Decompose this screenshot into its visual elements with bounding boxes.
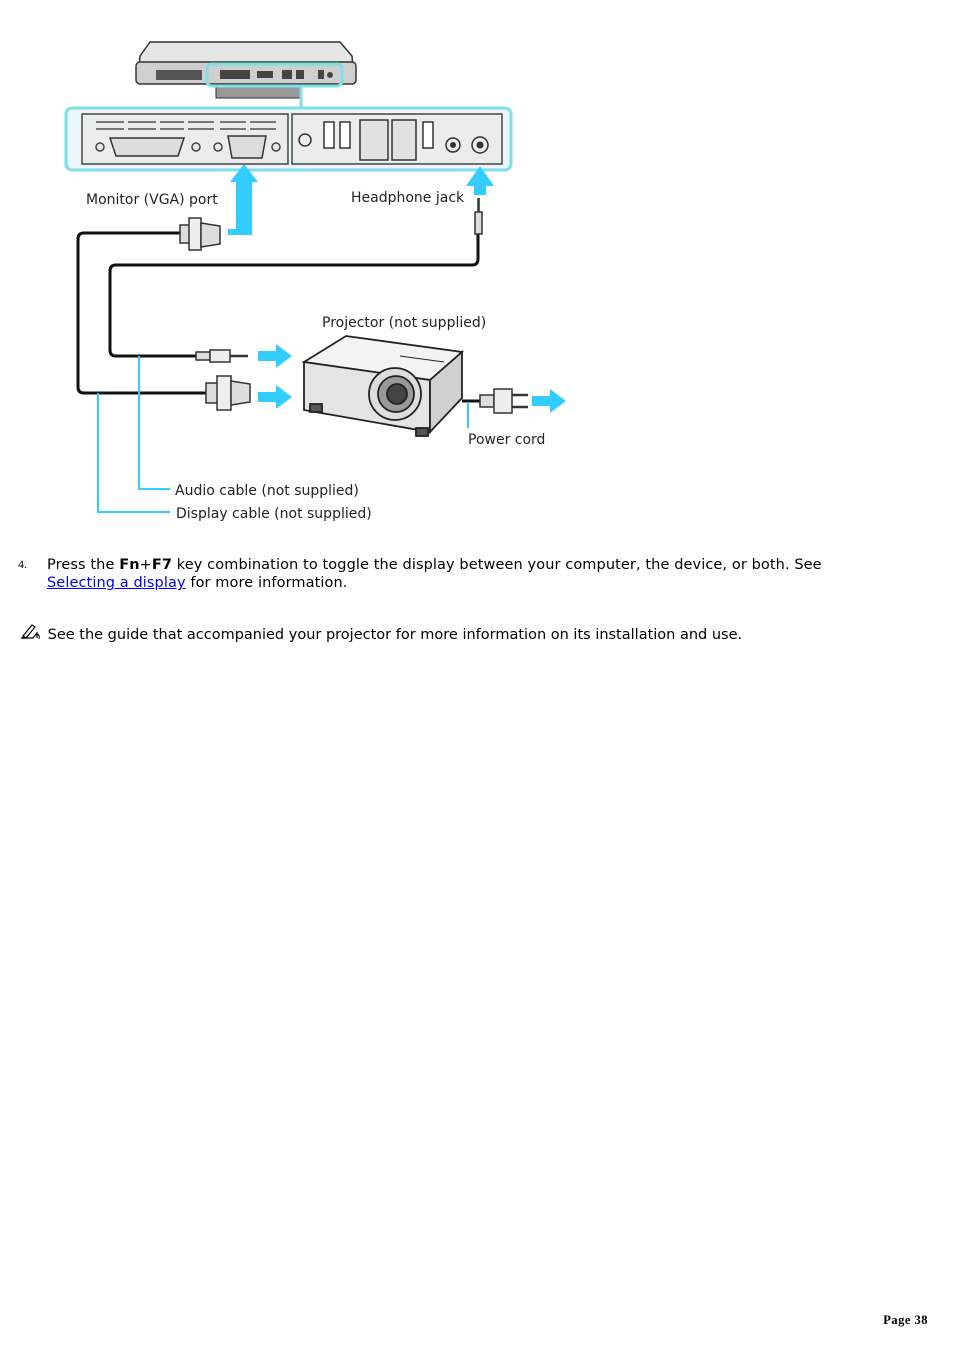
cables (76, 231, 480, 395)
audio-plug-bottom (195, 349, 248, 363)
port-arrows (228, 164, 494, 235)
step-text-after: key combination to toggle the display be… (172, 557, 822, 573)
label-headphone-jack: Headphone jack (351, 190, 465, 206)
key-f7: F7 (151, 557, 173, 573)
note-pencil-icon (21, 624, 40, 640)
port-panel (64, 106, 513, 172)
vga-connector-top (179, 217, 221, 251)
connection-diagram: Monitor (VGA) port Headphone jack Projec… (64, 41, 566, 522)
label-display-cable: Display cable (not supplied) (176, 506, 372, 522)
label-power-cord: Power cord (468, 432, 545, 448)
step-text-before: Press the (47, 557, 120, 573)
note-text: See the guide that accompanied your proj… (47, 627, 743, 643)
step-text: Press the Fn+F7 key combination to toggl… (47, 556, 822, 592)
label-monitor-port: Monitor (VGA) port (86, 192, 218, 208)
audio-plug-top (474, 198, 483, 235)
key-fn: Fn (119, 557, 140, 573)
selecting-display-link[interactable]: Selecting a display (47, 575, 186, 591)
power-cord (462, 388, 566, 428)
label-projector: Projector (not supplied) (322, 315, 486, 331)
projector-arrows (258, 344, 292, 409)
projector-illustration (301, 335, 465, 437)
key-plus: + (139, 557, 152, 573)
step-number: 4. (18, 557, 27, 571)
note: See the guide that accompanied your proj… (19, 622, 919, 644)
laptop-illustration (135, 41, 357, 108)
step-text-end: for more information. (185, 575, 348, 591)
page-number: Page 38 (883, 1313, 928, 1327)
vga-connector-bottom (205, 375, 251, 411)
label-audio-cable: Audio cable (not supplied) (175, 483, 359, 499)
callout-lines (97, 356, 170, 513)
